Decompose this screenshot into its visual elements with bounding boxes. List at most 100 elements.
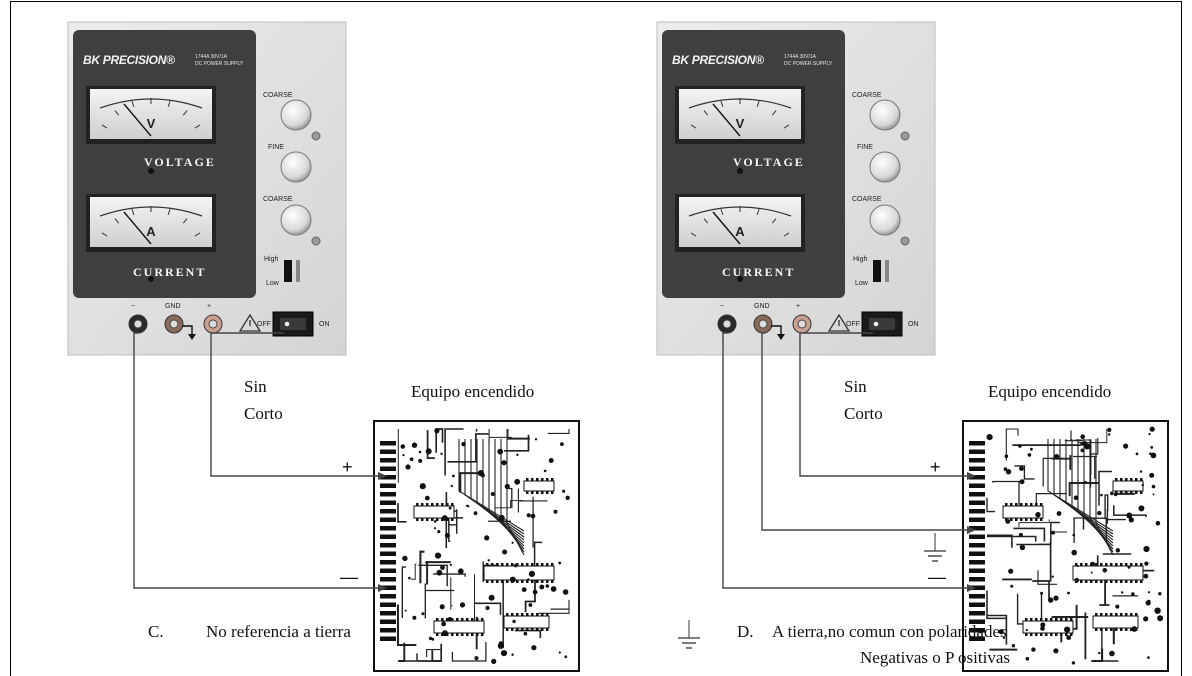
pcb-trace (517, 488, 548, 513)
meter-unit-a: A (146, 224, 156, 239)
ic-pin (1080, 563, 1083, 566)
switch-off-label: OFF (846, 321, 860, 328)
solder-pad (998, 629, 1004, 635)
solder-pad (1141, 483, 1144, 487)
frame-left (10, 1, 11, 676)
solder-pad (436, 569, 443, 576)
pcb-trace (1099, 576, 1110, 606)
pcb-trace (547, 429, 570, 434)
solder-pad (1002, 636, 1006, 639)
range-switch-scale (885, 260, 889, 282)
ground-strap-arrow (777, 334, 785, 340)
ic-pin (426, 518, 429, 521)
circuit-board-icon (373, 420, 580, 672)
ic-pin (1130, 491, 1133, 494)
meter-tick (771, 110, 777, 116)
solder-pad (1143, 573, 1149, 579)
ground-symbol-icon (924, 533, 946, 562)
meter-needle (123, 103, 152, 137)
solder-pad (1098, 651, 1101, 655)
ic-pin (1015, 503, 1018, 506)
minus-mark: — (340, 567, 358, 587)
solder-pad (1048, 597, 1054, 603)
edge-connector-pad (969, 500, 985, 505)
solder-pad (1109, 650, 1115, 657)
solder-pad (514, 478, 521, 485)
ic-pin (491, 580, 494, 583)
terminal-hole (758, 319, 768, 329)
edge-connector-pad (380, 619, 396, 624)
ic-pin (1100, 563, 1103, 566)
power-switch-dot (284, 321, 290, 327)
ic-pin (486, 563, 489, 566)
board-title: Equipo encendido (988, 382, 1112, 401)
solder-pad (1138, 505, 1145, 512)
solder-pad (534, 438, 538, 441)
solder-pad (550, 586, 557, 592)
solder-pad (433, 520, 437, 523)
pcb-trace (451, 642, 487, 662)
pcb-trace (1038, 531, 1067, 545)
wire-arrowhead (967, 584, 976, 592)
pcb-trace (1013, 527, 1046, 542)
ic-pin (1100, 580, 1103, 583)
pcb-trace (435, 428, 444, 453)
ic-pin (526, 491, 529, 494)
ic-pin (1040, 618, 1043, 621)
solder-pad (1019, 479, 1025, 485)
solder-pad (1054, 454, 1060, 460)
ic-pin (1085, 563, 1088, 566)
voltage-label: VOLTAGE (733, 155, 805, 169)
pcb-trace (450, 577, 453, 610)
solder-pad (526, 513, 531, 518)
edge-connector-pad (969, 534, 985, 539)
ic-pin (1050, 618, 1053, 621)
solder-pad (437, 530, 441, 534)
solder-pad (1150, 452, 1157, 459)
solder-pad (1144, 561, 1149, 566)
solder-pad (450, 484, 453, 488)
meter-tick (131, 209, 135, 216)
meter-unit-a: A (735, 224, 745, 239)
ic-pin (536, 613, 539, 616)
ic-pin (1140, 491, 1143, 494)
edge-connector-pad (969, 551, 985, 556)
ic-pin (1115, 563, 1118, 566)
ic-chip (1092, 615, 1139, 629)
solder-pad (1121, 591, 1124, 594)
ic-pin (526, 563, 529, 566)
pcb-trace (433, 573, 466, 577)
meter-tick (703, 218, 709, 224)
caption-letter: C. (148, 622, 164, 641)
solder-pad (502, 549, 508, 555)
knob-label-1: COARSE (852, 92, 882, 99)
solder-pad (1107, 427, 1112, 432)
solder-pad (1071, 549, 1077, 556)
ic-pin (1020, 518, 1023, 521)
edge-connector-pad (969, 568, 985, 573)
solder-pad (1149, 472, 1155, 478)
edge-connector-pad (969, 449, 985, 454)
terminal-hole (797, 319, 807, 329)
solder-pad (1152, 493, 1155, 496)
ic-pin (1075, 563, 1078, 566)
ic-pin (1025, 518, 1028, 521)
ic-pin (1105, 580, 1108, 583)
ic-chip (483, 565, 555, 581)
ic-pin (506, 563, 509, 566)
ground-symbol-icon (678, 620, 700, 649)
solder-pad (500, 650, 508, 657)
edge-connector-pad (380, 458, 396, 463)
terminal-label-gnd: GND (754, 303, 770, 310)
solder-pad (404, 609, 407, 612)
ic-pin (1080, 580, 1083, 583)
ic-pin (541, 613, 544, 616)
solder-pad (511, 541, 514, 544)
ic-pin (531, 613, 534, 616)
ic-pin (1120, 628, 1123, 631)
edge-connector-pad (969, 636, 985, 641)
edge-connector-pad (380, 534, 396, 539)
pcb-bus-trace (1065, 439, 1114, 541)
ic-pin (416, 518, 419, 521)
pcb-trace (488, 429, 512, 443)
